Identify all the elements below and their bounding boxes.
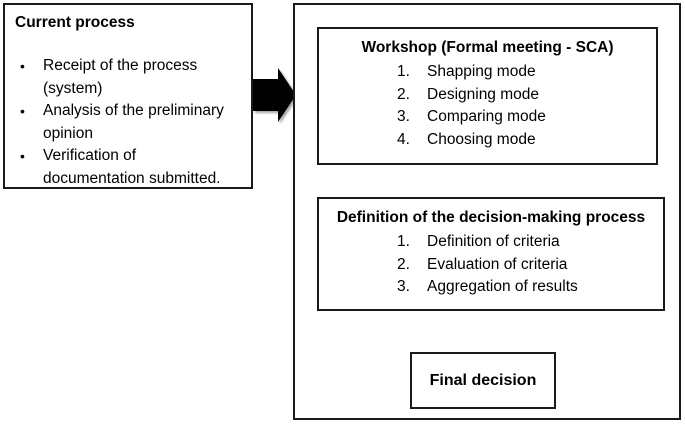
list-item: 2. Designing mode bbox=[397, 84, 656, 107]
list-item: • Receipt of the process (system) bbox=[15, 55, 241, 100]
arrow-right-icon bbox=[253, 68, 296, 122]
list-item: • Verification of documentation submitte… bbox=[15, 145, 241, 190]
list-item: 3. Comparing mode bbox=[397, 106, 656, 129]
list-item: • Analysis of the preliminary opinion bbox=[15, 100, 241, 145]
current-process-title: Current process bbox=[15, 14, 135, 31]
bullet-icon: • bbox=[20, 148, 25, 164]
decision-process-panel: Workshop (Formal meeting - SCA) 1. Shapp… bbox=[293, 3, 681, 420]
list-item-label: Shapping mode bbox=[427, 63, 536, 80]
list-item: 4. Choosing mode bbox=[397, 129, 656, 152]
list-item-number: 3. bbox=[397, 278, 410, 295]
bullet-icon: • bbox=[20, 58, 25, 74]
list-item-label: Evaluation of criteria bbox=[427, 255, 568, 273]
list-item-label: Comparing mode bbox=[427, 108, 546, 125]
list-item-label: Choosing mode bbox=[427, 130, 536, 148]
bullet-icon: • bbox=[20, 103, 25, 119]
list-item-label: Aggregation of results bbox=[427, 278, 578, 295]
arrow-shaft bbox=[253, 79, 278, 111]
definition-list: 1. Definition of criteria 2. Evaluation … bbox=[397, 231, 663, 299]
workshop-title: Workshop (Formal meeting - SCA) bbox=[361, 39, 614, 56]
current-process-box: Current process • Receipt of the process… bbox=[3, 3, 253, 189]
definition-box: Definition of the decision-making proces… bbox=[317, 197, 665, 311]
list-item-label: Analysis of the preliminary opinion bbox=[43, 102, 224, 142]
list-item-number: 4. bbox=[397, 130, 410, 148]
workshop-list: 1. Shapping mode 2. Designing mode 3. Co… bbox=[397, 61, 656, 151]
list-item-number: 1. bbox=[397, 63, 410, 80]
list-item: 3. Aggregation of results bbox=[397, 276, 663, 299]
list-item-number: 2. bbox=[397, 255, 410, 273]
arrow-head bbox=[278, 68, 296, 122]
list-item-label: Verification of documentation submitted. bbox=[43, 147, 221, 187]
current-process-list: • Receipt of the process (system) • Anal… bbox=[15, 55, 241, 190]
final-decision-label: Final decision bbox=[429, 371, 537, 389]
list-item: 2. Evaluation of criteria bbox=[397, 254, 663, 277]
list-item-label: Designing mode bbox=[427, 85, 540, 103]
list-item-number: 1. bbox=[397, 233, 410, 250]
list-item-number: 3. bbox=[397, 108, 410, 125]
workshop-box: Workshop (Formal meeting - SCA) 1. Shapp… bbox=[317, 27, 658, 165]
list-item-number: 2. bbox=[397, 85, 410, 103]
list-item-label: Receipt of the process (system) bbox=[43, 57, 198, 97]
final-decision-box: Final decision bbox=[410, 352, 556, 409]
list-item: 1. Definition of criteria bbox=[397, 231, 663, 254]
definition-title: Definition of the decision-making proces… bbox=[336, 209, 646, 226]
list-item-label: Definition of criteria bbox=[427, 233, 560, 250]
list-item: 1. Shapping mode bbox=[397, 61, 656, 84]
